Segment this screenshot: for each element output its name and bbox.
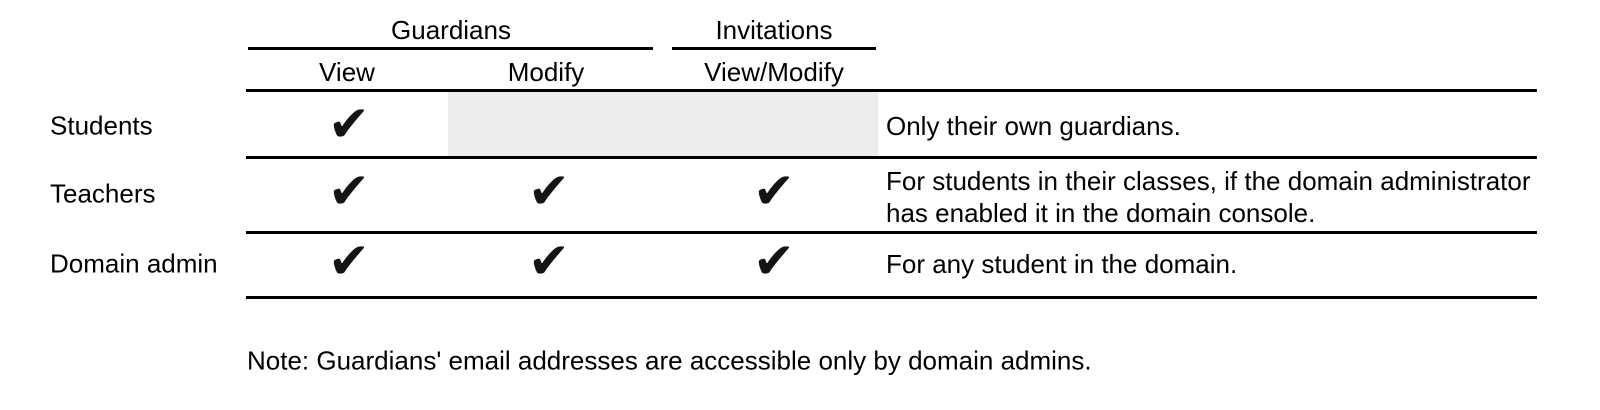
guardians-group-underline bbox=[248, 47, 653, 50]
column-group-invitations: Invitations bbox=[715, 15, 833, 45]
footnote: Note: Guardians' email addresses are acc… bbox=[247, 345, 1092, 376]
column-group-guardians: Guardians bbox=[391, 15, 511, 45]
note-line: For students in their classes, if the do… bbox=[886, 166, 1531, 196]
check-icon: ✔ bbox=[753, 162, 795, 220]
invitations-group-underline bbox=[672, 47, 876, 50]
check-icon: ✔ bbox=[328, 95, 370, 153]
row-label-teachers: Teachers bbox=[50, 178, 156, 209]
table-rule-after-domain-admin bbox=[246, 296, 1537, 299]
note-line: has enabled it in the domain console. bbox=[886, 198, 1316, 228]
note-students: Only their own guardians. bbox=[886, 110, 1181, 142]
check-icon: ✔ bbox=[528, 232, 570, 290]
note-line: For any student in the domain. bbox=[886, 249, 1238, 279]
check-icon: ✔ bbox=[753, 232, 795, 290]
students-disabled-cells bbox=[448, 92, 878, 156]
table-rule-after-students bbox=[246, 156, 1537, 159]
table-rule-after-teachers bbox=[246, 231, 1537, 234]
note-domain-admin: For any student in the domain. bbox=[886, 248, 1237, 280]
column-header-modify: Modify bbox=[507, 57, 585, 87]
check-icon: ✔ bbox=[328, 232, 370, 290]
column-header-view-modify: View/Modify bbox=[704, 57, 844, 87]
check-icon: ✔ bbox=[528, 162, 570, 220]
table-rule-header bbox=[246, 89, 1537, 92]
column-header-view: View bbox=[319, 57, 375, 87]
note-teachers: For students in their classes, if the do… bbox=[886, 165, 1531, 229]
check-icon: ✔ bbox=[328, 162, 370, 220]
row-label-domain-admin: Domain admin bbox=[50, 248, 218, 279]
note-line: Only their own guardians. bbox=[886, 111, 1181, 141]
row-label-students: Students bbox=[50, 110, 153, 141]
